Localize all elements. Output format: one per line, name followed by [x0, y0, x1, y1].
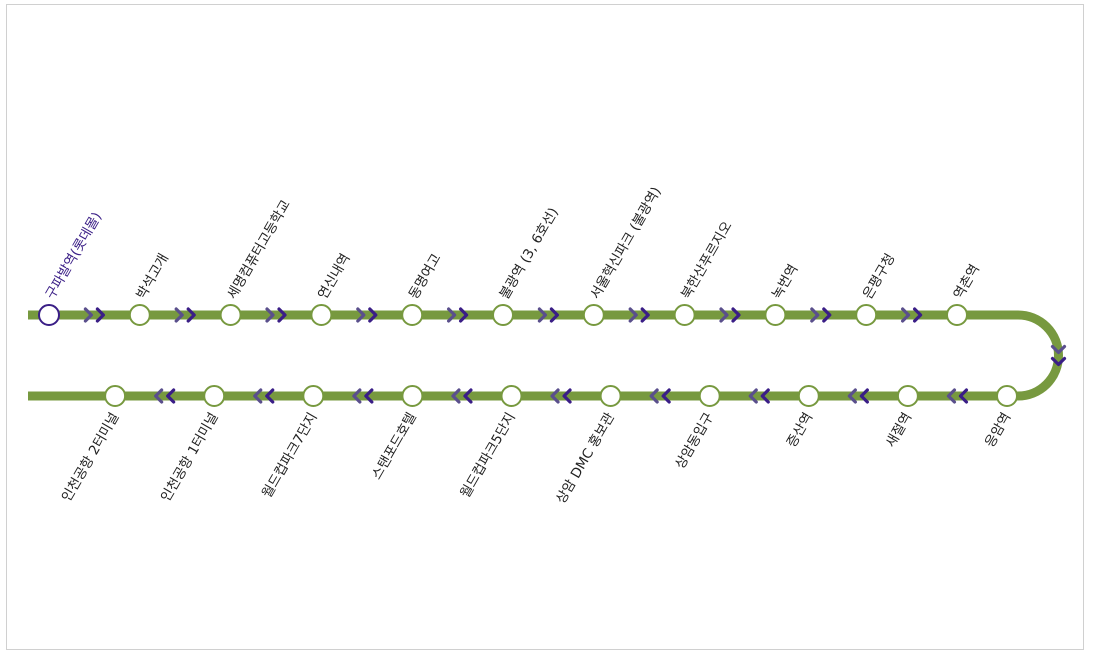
- station-marker[interactable]: [599, 385, 622, 407]
- top-station-4[interactable]: [401, 304, 424, 326]
- inbound-arrow-icon: [847, 388, 869, 404]
- inbound-arrow-icon: [748, 388, 770, 404]
- current-station-marker[interactable]: [38, 304, 60, 326]
- outbound-arrow-icon: [265, 307, 287, 323]
- outbound-arrow-icon: [810, 307, 832, 323]
- station-marker[interactable]: [219, 304, 242, 326]
- bottom-station-1[interactable]: [896, 385, 919, 407]
- bottom-station-3[interactable]: [698, 385, 721, 407]
- inbound-arrow-icon: [649, 388, 671, 404]
- station-label: 인천공항 2터미널: [59, 410, 123, 504]
- outbound-arrow-icon: [174, 307, 196, 323]
- outbound-arrow-icon: [447, 307, 469, 323]
- station-label: 서울혁신파크 (불광역): [587, 184, 664, 302]
- route-line-layer: [28, 310, 1063, 401]
- outbound-arrow-icon: [628, 307, 650, 323]
- station-marker[interactable]: [896, 385, 919, 407]
- station-label: 연신내역: [315, 251, 354, 302]
- top-station-3[interactable]: [310, 304, 333, 326]
- bottom-station-0[interactable]: [996, 385, 1018, 407]
- bottom-station-5[interactable]: [500, 385, 523, 407]
- top-station-2[interactable]: [219, 304, 242, 326]
- top-station-0[interactable]: [38, 304, 60, 326]
- station-marker[interactable]: [104, 385, 127, 407]
- bottom-station-8[interactable]: [203, 385, 226, 407]
- bottom-station-7[interactable]: [302, 385, 325, 407]
- top-station-6[interactable]: [582, 304, 605, 326]
- station-layer: [38, 304, 1018, 407]
- top-station-10[interactable]: [946, 304, 968, 326]
- station-marker[interactable]: [401, 385, 424, 407]
- station-label: 월드컵파크7단지: [259, 410, 321, 501]
- station-marker[interactable]: [673, 304, 696, 326]
- station-label: 세명컴퓨터고등학교: [224, 197, 294, 302]
- route-line: [28, 310, 1063, 401]
- station-label: 스탠포드호텔: [369, 410, 420, 483]
- top-station-7[interactable]: [673, 304, 696, 326]
- outbound-arrow-icon: [83, 307, 105, 323]
- station-label: 동명여고: [406, 251, 445, 302]
- inbound-arrow-icon: [946, 388, 969, 404]
- station-label: 박석고개: [133, 251, 172, 302]
- station-marker[interactable]: [698, 385, 721, 407]
- station-label: 녹번역: [769, 262, 801, 302]
- station-marker[interactable]: [764, 304, 787, 326]
- direction-arrow-layer: [83, 307, 1067, 404]
- inbound-arrow-icon: [352, 388, 374, 404]
- station-label: 역촌역: [951, 262, 983, 302]
- station-marker[interactable]: [492, 304, 514, 326]
- station-label: 인천공항 1터미널: [158, 410, 222, 504]
- outbound-arrow-icon: [356, 307, 378, 323]
- inbound-arrow-icon: [154, 388, 176, 404]
- station-marker[interactable]: [401, 304, 424, 326]
- bottom-station-2[interactable]: [797, 385, 820, 407]
- top-station-9[interactable]: [855, 304, 878, 326]
- inbound-arrow-icon: [253, 388, 275, 404]
- top-station-8[interactable]: [764, 304, 787, 326]
- turn-arrow-icon: [1050, 344, 1067, 367]
- station-marker[interactable]: [996, 385, 1018, 407]
- bottom-station-4[interactable]: [599, 385, 622, 407]
- outbound-arrow-icon: [901, 307, 923, 323]
- outbound-arrow-icon: [537, 307, 559, 323]
- station-label: 월드컵파크5단지: [457, 410, 519, 501]
- station-marker[interactable]: [203, 385, 226, 407]
- bottom-station-6[interactable]: [401, 385, 424, 407]
- station-label: 상암 DMC 홍보관: [553, 410, 618, 506]
- inbound-arrow-icon: [550, 388, 572, 404]
- station-label: 새절역: [883, 410, 915, 450]
- station-label: 증산역: [784, 410, 816, 450]
- inbound-arrow-icon: [451, 388, 473, 404]
- station-label: 상암동입구: [672, 410, 717, 472]
- bottom-station-9[interactable]: [104, 385, 127, 407]
- station-marker[interactable]: [582, 304, 605, 326]
- top-station-1[interactable]: [128, 304, 151, 326]
- station-label: 북한산푸르지오: [678, 219, 735, 302]
- station-label: 응암역: [982, 410, 1014, 450]
- station-marker[interactable]: [128, 304, 151, 326]
- station-marker[interactable]: [797, 385, 820, 407]
- station-label: 구파발역(롯데몰): [43, 210, 106, 302]
- outbound-arrow-icon: [719, 307, 741, 323]
- top-station-5[interactable]: [492, 304, 514, 326]
- station-label: 은평구청: [860, 251, 899, 302]
- station-marker[interactable]: [302, 385, 325, 407]
- station-marker[interactable]: [855, 304, 878, 326]
- station-marker[interactable]: [310, 304, 333, 326]
- station-label: 불광역 (3, 6호선): [497, 205, 562, 302]
- station-marker[interactable]: [946, 304, 968, 326]
- route-map-frame: [6, 4, 1084, 650]
- station-marker[interactable]: [500, 385, 523, 407]
